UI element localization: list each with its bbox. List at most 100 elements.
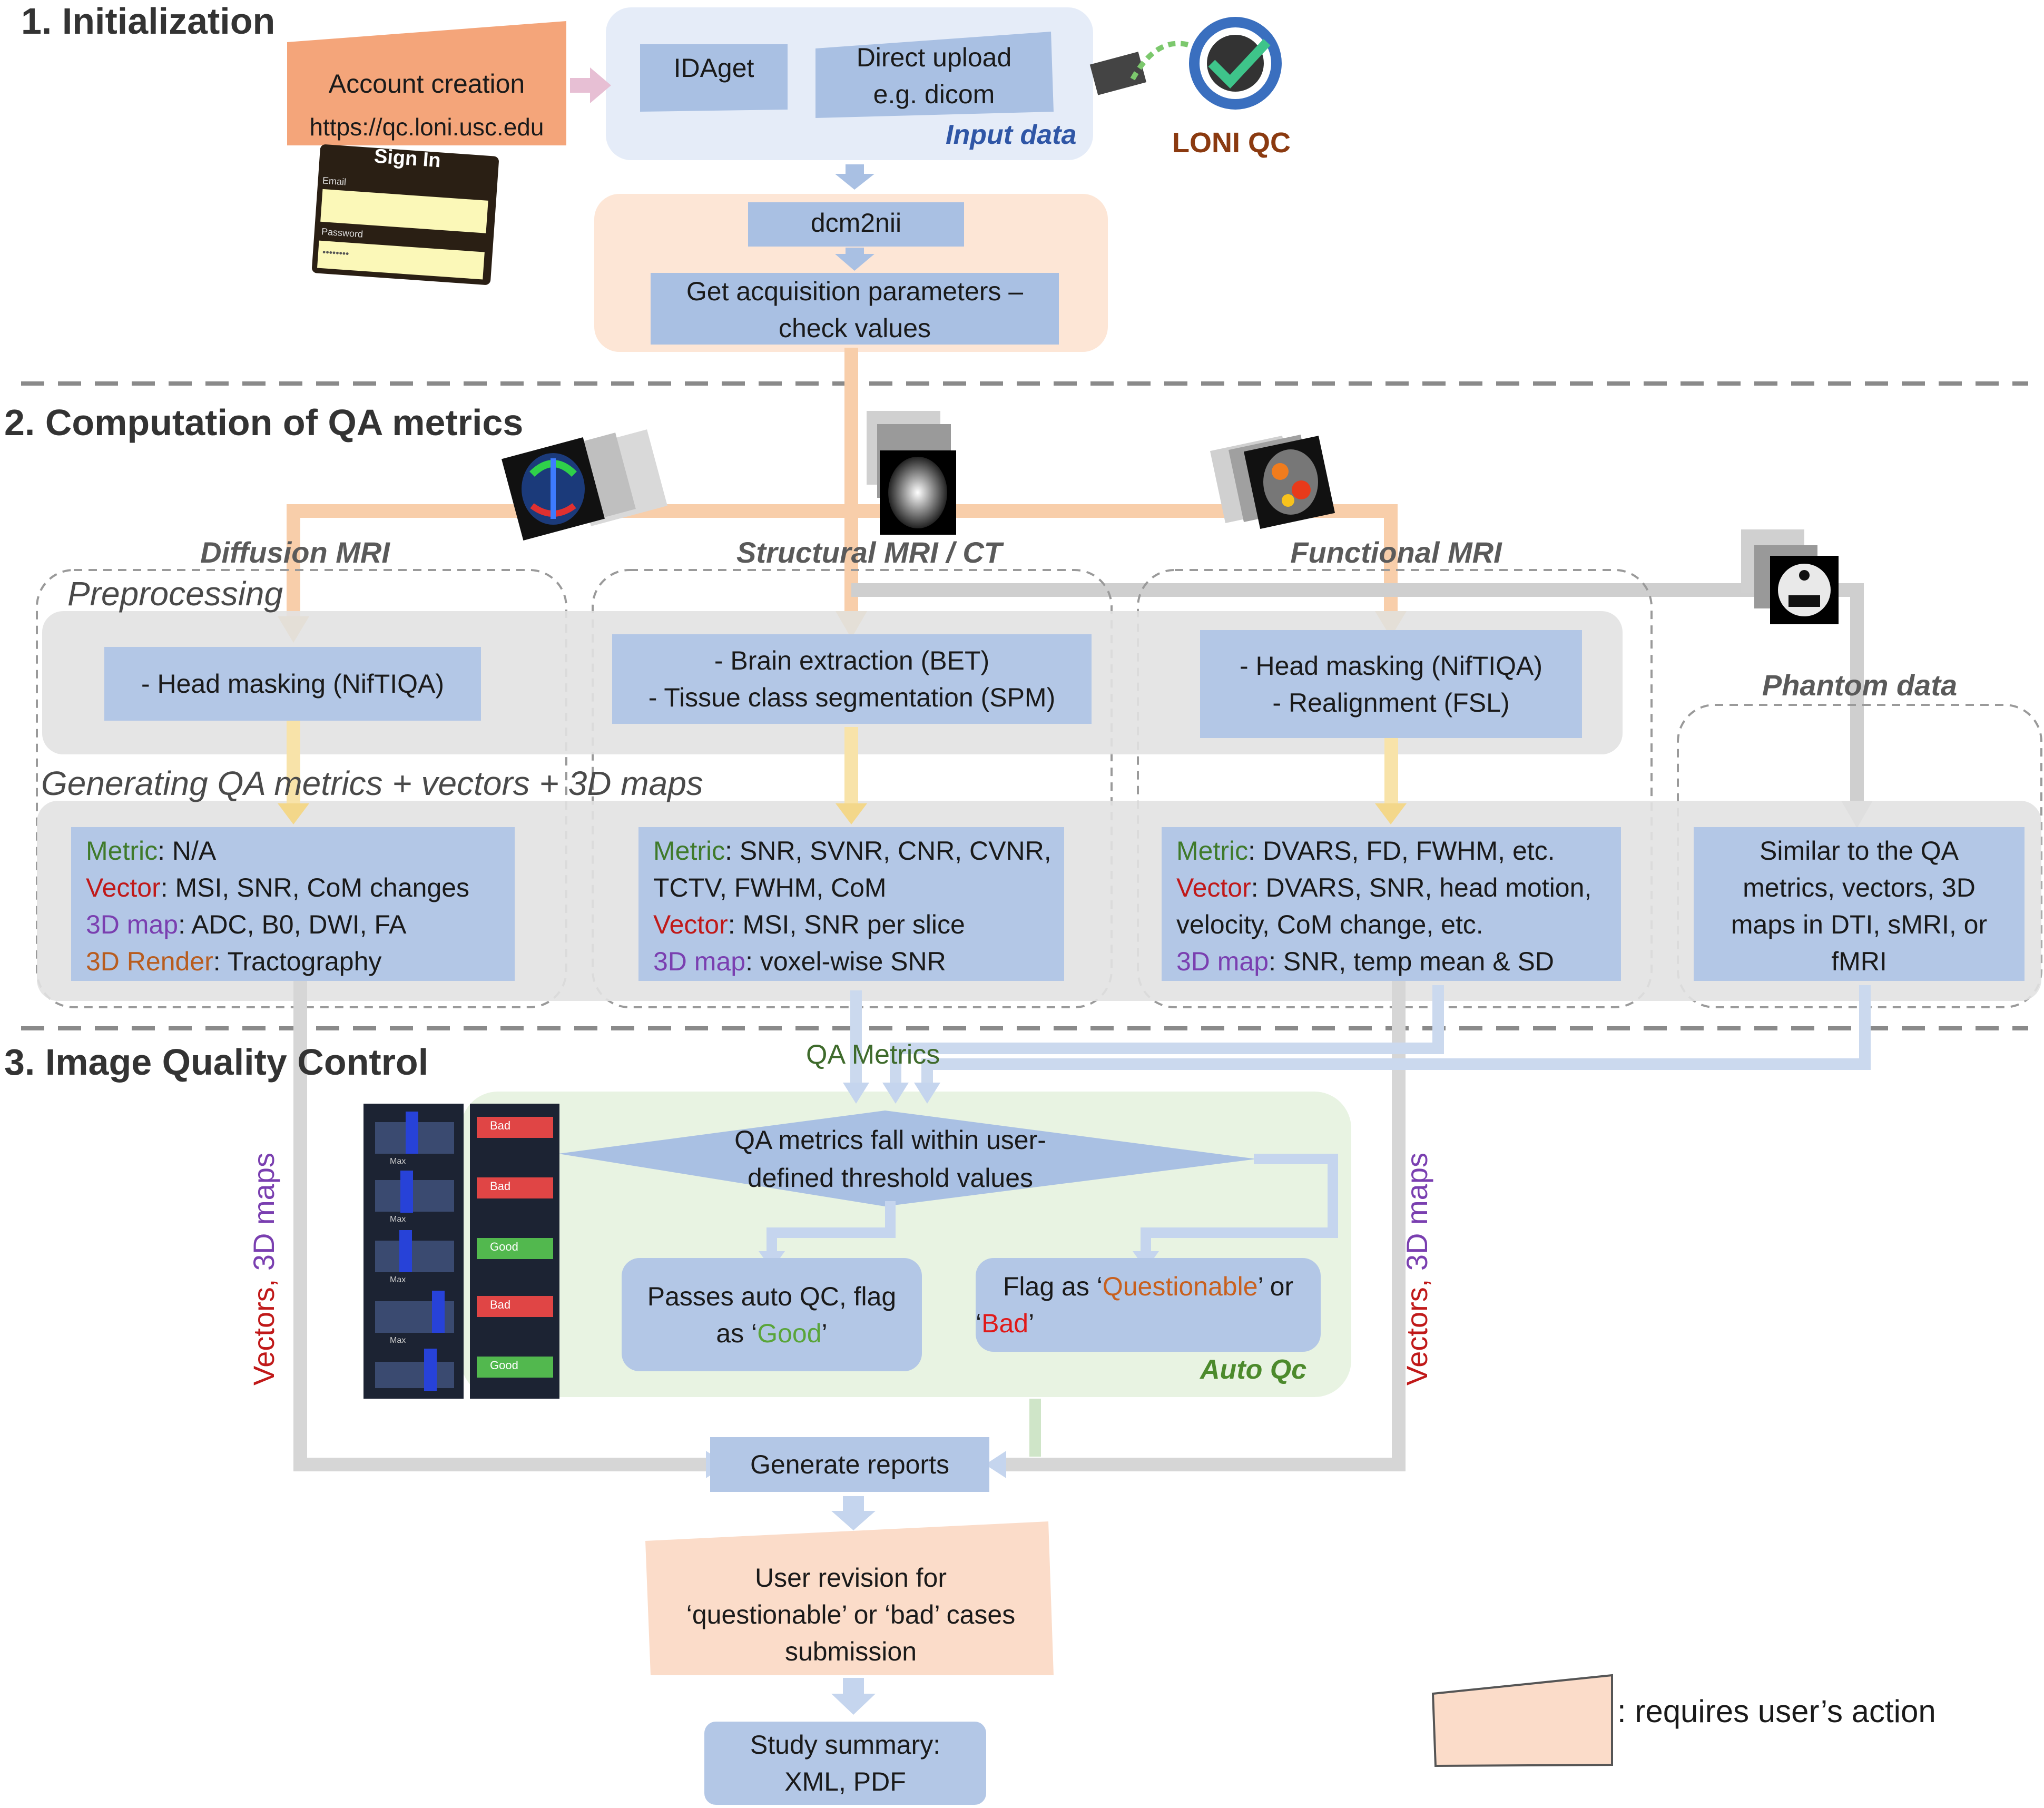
phantom-line3: maps in DTI, sMRI, or (1731, 910, 1988, 939)
qa-metrics-arrowheads (843, 1083, 940, 1104)
thumb-label-3: Good (490, 1240, 518, 1253)
pass-good: Good (757, 1318, 822, 1348)
dcm2nii-shape (748, 202, 964, 247)
idaget-shape (640, 44, 788, 112)
diff-to-reports-line (293, 972, 716, 1471)
metrics-functional-box: Metric: DVARS, FD, FWHM, etc. Vector: DV… (1162, 827, 1621, 981)
side-left-maps: 3D maps (247, 1153, 280, 1279)
func-map-key: 3D map (1176, 947, 1269, 976)
decision-text: QA metrics fall within user- defined thr… (659, 1121, 1122, 1197)
diff-map-key: 3D map (86, 910, 179, 939)
diff-vector-val: : MSI, SNR, CoM changes (160, 873, 470, 902)
diff-metric-key: Metric (86, 836, 158, 866)
input-data-label: Input data (946, 120, 1077, 150)
metrics-phantom-box: Similar to the QA metrics, vectors, 3D m… (1694, 827, 2025, 981)
orange-distribution (287, 348, 1398, 627)
direct-upload-shape (815, 32, 1054, 118)
flag-pre2: ‘ (976, 1309, 982, 1338)
side-left-vectors: Vectors, (247, 1279, 280, 1386)
metrics-diffusion-box: Metric: N/A Vector: MSI, SNR, CoM change… (71, 827, 515, 981)
pass-post: ’ (821, 1318, 828, 1348)
diff-render-key: 3D Render (86, 947, 213, 976)
side-right-vectors: Vectors, (1400, 1279, 1433, 1386)
decision-line1: QA metrics fall within user- (734, 1125, 1046, 1155)
preproc-structural-line1: - Brain extraction (BET) (714, 646, 990, 675)
struct-vector-val: : MSI, SNR per slice (728, 910, 965, 939)
summary-line1: Study summary: (750, 1730, 941, 1760)
side-right-maps: 3D maps (1400, 1153, 1433, 1279)
flag-mid: ’ or (1257, 1272, 1294, 1301)
thumb-max-2: Max (390, 1215, 406, 1224)
study-summary-box: Study summary: XML, PDF (704, 1722, 986, 1805)
direct-upload-line1: Direct upload (856, 43, 1012, 72)
struct-map-key: 3D map (653, 947, 746, 976)
column-phantom-title: Phantom data (1762, 669, 1958, 702)
thumb-max-3: Max (390, 1275, 406, 1284)
arrow-func-reports (985, 1451, 1006, 1478)
flag-questionable: Questionable (1102, 1272, 1258, 1301)
thumb-max-4: Max (390, 1336, 406, 1345)
revision-line2: ‘questionable’ or ‘bad’ cases (686, 1600, 1016, 1629)
thumb-label-4: Bad (490, 1298, 511, 1311)
summary-line2: XML, PDF (784, 1767, 906, 1796)
diff-metric-val: : N/A (158, 836, 217, 866)
section-initialization-title: 1. Initialization (21, 1, 276, 42)
revision-shape (645, 1521, 1054, 1675)
side-label-right: Vectors, 3D maps (1400, 1153, 1434, 1386)
section-computation-title: 2. Computation of QA metrics (4, 402, 524, 443)
preproc-diffusion-box: - Head masking (NifTIQA) (104, 647, 481, 721)
account-arrow (570, 67, 611, 103)
column-functional-title: Functional MRI (1290, 536, 1502, 569)
account-creation-shape (287, 21, 566, 145)
flag-bad: Bad (981, 1309, 1029, 1338)
generate-reports-box: Generate reports (710, 1437, 989, 1492)
signin-title: Sign In (373, 145, 442, 172)
diff-map-val: : ADC, B0, DWI, FA (178, 910, 407, 939)
idaget-box: IDAget (673, 53, 754, 83)
column-diffusion-title: Diffusion MRI (200, 536, 390, 569)
pass-line1: Passes auto QC, flag (647, 1281, 897, 1311)
arrow-input-dcm (835, 164, 874, 190)
preproc-structural-line2: - Tissue class segmentation (SPM) (648, 683, 1056, 712)
user-revision-box: User revision for ‘questionable’ or ‘bad… (651, 1559, 1051, 1670)
pass-pre: as ‘ (716, 1318, 758, 1348)
func-vector-key: Vector (1176, 873, 1251, 902)
decision-diamond (558, 1111, 1256, 1206)
diff-vector-key: Vector (86, 873, 161, 902)
dti-thumbnail (502, 429, 667, 541)
arrow-dcm-acq (835, 248, 874, 271)
structural-thumbnail (867, 411, 956, 535)
struct-vector-key: Vector (653, 910, 728, 939)
phantom-line1: Similar to the QA (1760, 836, 1959, 866)
signin-email-label: Email (322, 175, 347, 188)
thumb-label-1: Bad (490, 1119, 511, 1132)
legend-text: : requires user’s action (1617, 1694, 1936, 1729)
func-vector-val: : DVARS, SNR, head motion, (1251, 873, 1592, 902)
functional-thumbnail (1210, 434, 1335, 529)
func-to-reports-line (996, 975, 1406, 1471)
revision-line1: User revision for (755, 1563, 947, 1593)
acquisition-box: Get acquisition parameters – check value… (651, 273, 1059, 347)
struct-metric-val2: TCTV, FWHM, CoM (653, 873, 887, 902)
acq-line2: check values (778, 313, 931, 343)
preprocessing-label: Preprocessing (67, 575, 283, 613)
func-vector-val2: velocity, CoM change, etc. (1176, 910, 1483, 939)
qa-metrics-lines (850, 985, 1871, 1085)
arrow-reports-revision (831, 1496, 876, 1530)
qc-thumbnails (363, 1104, 559, 1399)
direct-upload-box: Direct upload e.g. dicom (815, 39, 1053, 113)
legend-shape (1431, 1674, 1613, 1767)
account-url[interactable]: https://qc.loni.usc.edu (309, 113, 544, 141)
account-creation: Account creation https://qc.loni.usc.edu (287, 62, 566, 149)
thumb-label-5: Good (490, 1359, 518, 1372)
decision-line2: defined threshold values (747, 1163, 1034, 1193)
arrow-revision-summary (831, 1678, 876, 1715)
phantom-line (851, 583, 1864, 811)
loni-qc-label: LONI QC (1172, 127, 1291, 159)
decision-branches (766, 1154, 1338, 1254)
loni-logo (1089, 17, 1282, 110)
qa-metrics-label: QA Metrics (806, 1039, 940, 1070)
flag-box: Flag as ‘Questionable’ or ‘Bad’ (976, 1258, 1321, 1352)
phantom-line2: metrics, vectors, 3D (1743, 873, 1976, 902)
preproc-functional-line1: - Head masking (NifTIQA) (1239, 651, 1543, 681)
